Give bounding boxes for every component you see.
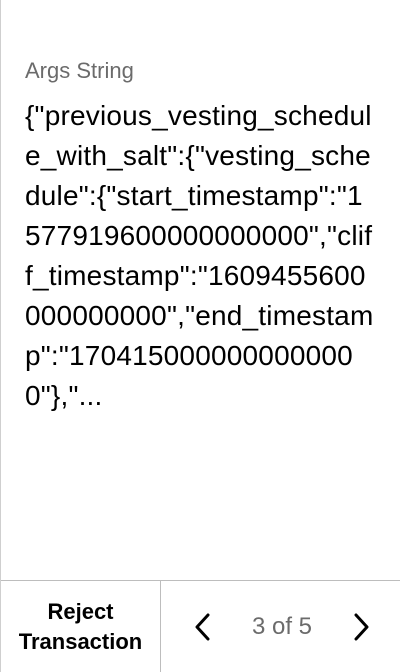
chevron-right-icon[interactable] — [347, 607, 375, 647]
pager: 3 of 5 — [161, 581, 400, 672]
chevron-left-icon[interactable] — [189, 607, 217, 647]
field-label: Args String — [25, 58, 134, 83]
field-value: {"previous_vesting_schedule_with_salt":{… — [25, 100, 374, 411]
action-footer: Reject Transaction 3 of 5 — [1, 580, 400, 672]
reject-transaction-button[interactable]: Reject Transaction — [1, 581, 161, 672]
review-content: Args String {"previous_vesting_schedule_… — [25, 56, 385, 416]
page-counter: 3 of 5 — [251, 612, 313, 640]
